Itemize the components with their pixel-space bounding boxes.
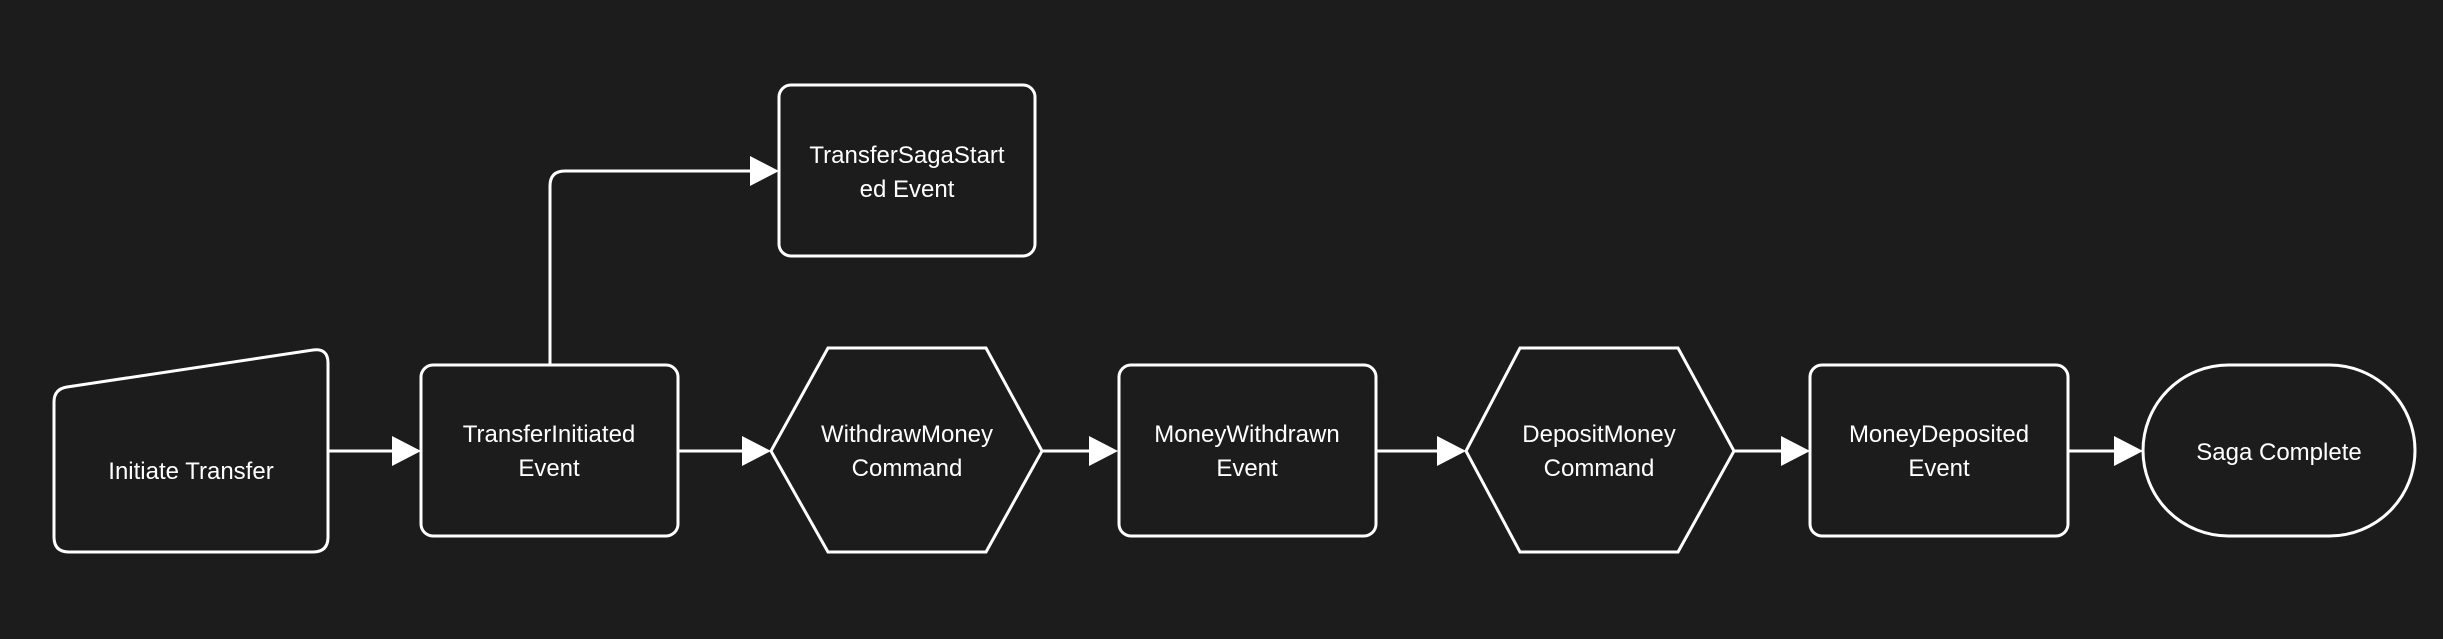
manual-input-shape — [52, 348, 330, 554]
node-money-withdrawn-event[interactable]: MoneyWithdrawn Event — [1117, 363, 1378, 538]
nodes: Initiate Transfer TransferInitiated Even… — [52, 83, 2417, 554]
rounded-rectangle-shape — [1808, 363, 2070, 538]
hexagon-shape — [769, 346, 1044, 554]
rounded-rectangle-shape — [777, 83, 1037, 258]
stadium-shape — [2141, 363, 2417, 538]
node-withdraw-money-command[interactable]: WithdrawMoney Command — [769, 346, 1044, 554]
hexagon-shape — [1464, 346, 1736, 554]
node-label-line-1: DepositMoney — [1522, 421, 1675, 448]
edge-initiate-to-transfer-initiated — [328, 436, 421, 466]
edge-money-deposited-to-saga-complete — [2068, 436, 2143, 466]
node-label-line-2: Event — [518, 455, 580, 482]
node-money-deposited-event[interactable]: MoneyDeposited Event — [1808, 363, 2070, 538]
node-initiate-transfer[interactable]: Initiate Transfer — [52, 348, 330, 554]
node-label-line-2: Command — [1544, 455, 1655, 482]
node-label-line-2: Event — [1216, 455, 1278, 482]
node-label-line-1: Initiate Transfer — [108, 458, 273, 485]
node-label-line-2: Command — [852, 455, 963, 482]
node-transfer-saga-started-event[interactable]: TransferSagaStart ed Event — [777, 83, 1037, 258]
node-deposit-money-command[interactable]: DepositMoney Command — [1464, 346, 1736, 554]
node-label-line-1: TransferSagaStart — [809, 142, 1005, 169]
edges — [328, 156, 2143, 466]
rounded-rectangle-shape — [1117, 363, 1378, 538]
edge-transfer-initiated-to-saga-started — [548, 156, 779, 365]
node-label-line-2: ed Event — [860, 176, 955, 203]
edge-money-withdrawn-to-deposit-money — [1376, 436, 1466, 466]
edge-withdraw-money-to-money-withdrawn — [1042, 436, 1118, 466]
edge-transfer-initiated-to-withdraw-money — [678, 436, 771, 466]
node-label-line-1: MoneyWithdrawn — [1154, 421, 1339, 448]
node-saga-complete[interactable]: Saga Complete — [2141, 363, 2417, 538]
edge-deposit-money-to-money-deposited — [1734, 436, 1810, 466]
node-label-line-1: WithdrawMoney — [821, 421, 993, 448]
node-label-line-2: Event — [1908, 455, 1970, 482]
node-label-line-1: MoneyDeposited — [1849, 421, 2029, 448]
node-transfer-initiated-event[interactable]: TransferInitiated Event — [419, 363, 680, 538]
node-label-line-1: TransferInitiated — [463, 421, 636, 448]
node-label-line-1: Saga Complete — [2196, 439, 2361, 466]
rounded-rectangle-shape — [419, 363, 680, 538]
